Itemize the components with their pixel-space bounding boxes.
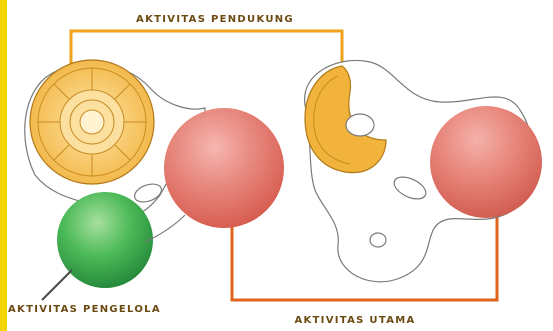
red-sphere-right bbox=[430, 106, 542, 218]
red-sphere-left bbox=[164, 108, 284, 228]
right-vesicle-bottom bbox=[370, 233, 386, 247]
label-aktivitas-pendukung: AKTIVITAS PENDUKUNG bbox=[136, 14, 294, 25]
right-vesicle-top bbox=[346, 114, 374, 136]
label-aktivitas-pengelola: AKTIVITAS PENGELOLA bbox=[8, 304, 161, 315]
leader-line bbox=[42, 270, 72, 300]
orange-wheel-organelle bbox=[30, 60, 154, 184]
label-aktivitas-utama: AKTIVITAS UTAMA bbox=[294, 315, 415, 326]
green-sphere bbox=[57, 192, 153, 288]
